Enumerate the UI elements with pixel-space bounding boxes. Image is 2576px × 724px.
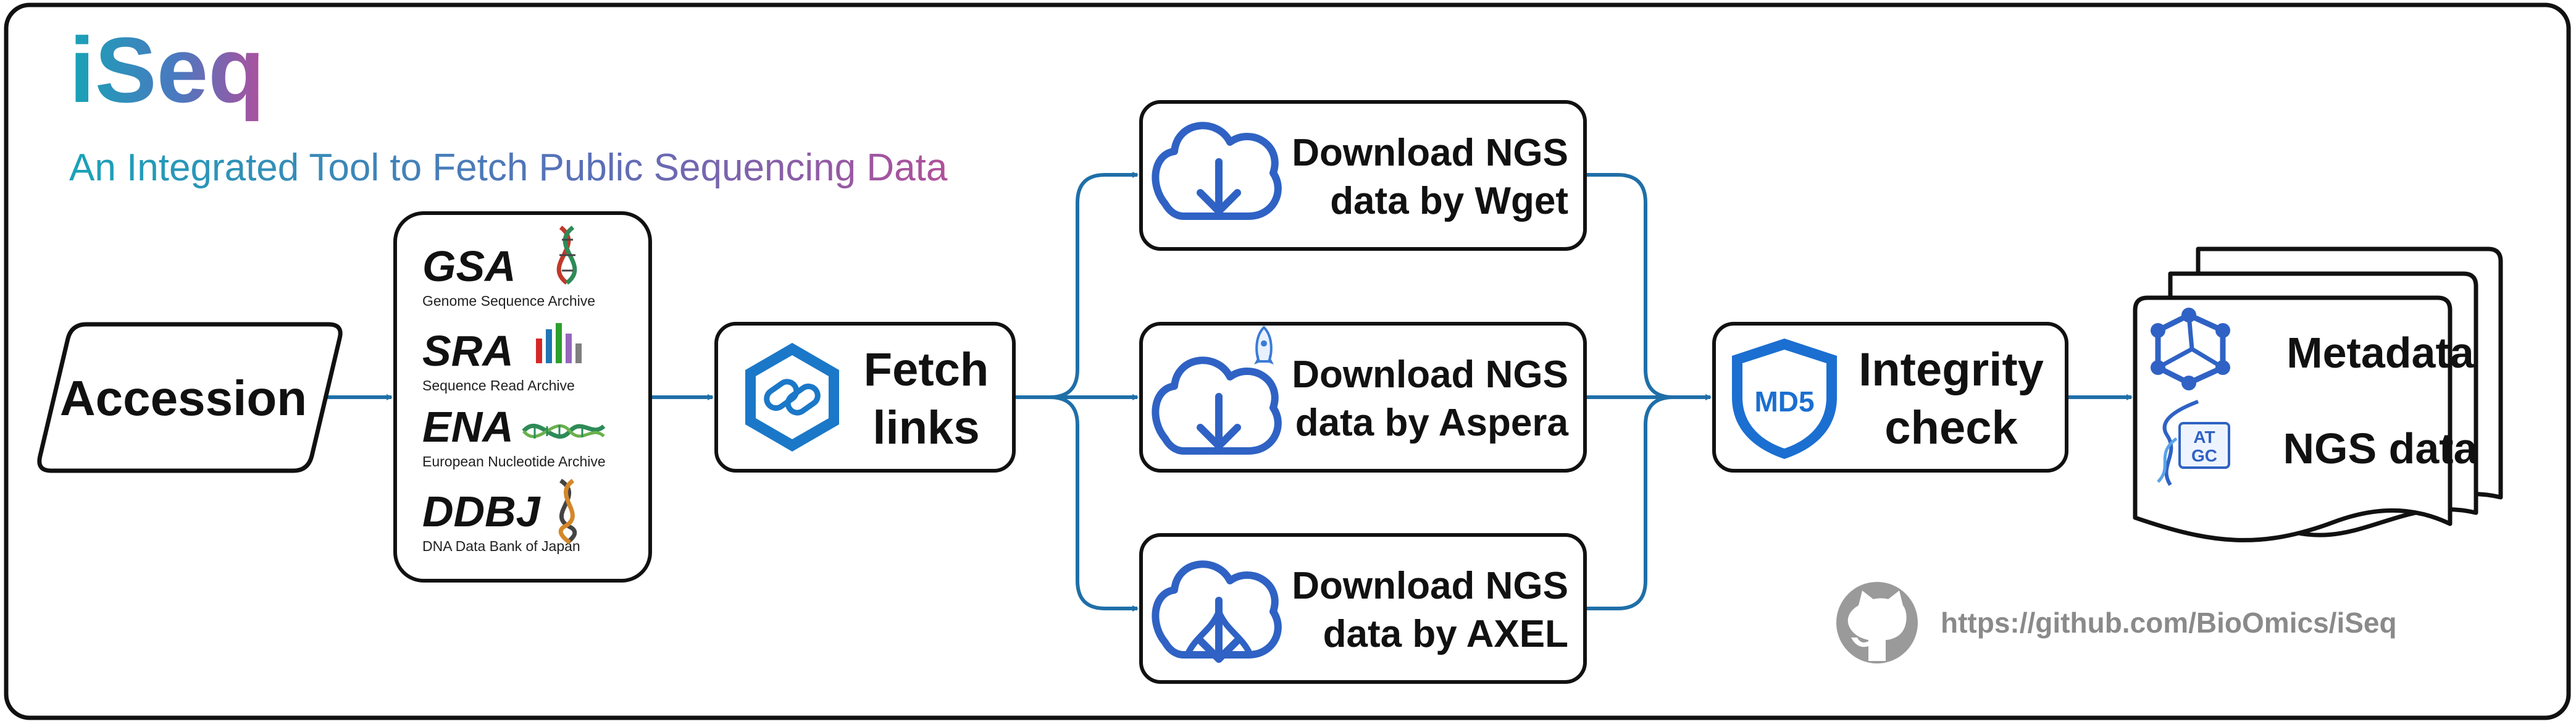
- atgc-dna-icon: AT GC: [2157, 400, 2230, 486]
- dna-strand-icon: [522, 424, 606, 439]
- db-gsa-abbr: GSA: [422, 242, 516, 290]
- download-axel-line2: data by AXEL: [1323, 613, 1568, 655]
- page-title: iSeq: [69, 18, 265, 122]
- download-wget-line1: Download NGS: [1292, 132, 1568, 174]
- database-list: GSA Genome Sequence Archive SRA Sequence…: [393, 211, 652, 583]
- dna-helix-icon: [558, 479, 577, 545]
- fetch-label-line2: links: [872, 402, 979, 454]
- repo-link[interactable]: https://github.com/BioOmics/iSeq: [1836, 582, 2397, 663]
- db-sra-abbr: SRA: [422, 327, 514, 375]
- download-aspera-box: [1139, 322, 1587, 473]
- atgc-top: AT: [2193, 427, 2215, 447]
- download-aspera-line1: Download NGS: [1292, 353, 1568, 396]
- link-hexagon-icon: [745, 343, 839, 452]
- download-wget-line2: data by Wget: [1330, 180, 1568, 222]
- bar-chart-icon: [536, 323, 582, 363]
- download-aspera-node: Download NGS data by Aspera: [1139, 322, 1587, 473]
- integrity-check-node: MD5 Integrity check: [1712, 322, 2068, 473]
- connectors: [318, 172, 2133, 612]
- doc-stack-front: [2133, 295, 2453, 542]
- download-wget-node: Download NGS data by Wget: [1139, 100, 1587, 251]
- accession-parallelogram: [37, 322, 343, 473]
- db-ena-name: European Nucleotide Archive: [422, 453, 606, 469]
- db-ena-abbr: ENA: [422, 403, 514, 451]
- dna-helix-icon: [556, 225, 577, 285]
- integrity-label-line2: check: [1884, 402, 2018, 454]
- rocket-icon: [1254, 326, 1274, 364]
- cloud-download-multi-icon: [1152, 560, 1282, 663]
- output-ngs-label: NGS data: [2283, 424, 2478, 473]
- repo-url[interactable]: https://github.com/BioOmics/iSeq: [1941, 607, 2397, 639]
- fetch-links-node: Fetch links: [714, 322, 1016, 473]
- output-documents: Metadata AT GC NGS data: [2133, 246, 2503, 542]
- database-box: [393, 211, 652, 583]
- github-icon: [1836, 582, 1918, 663]
- integrity-label-line1: Integrity: [1859, 343, 2044, 396]
- accession-label: Accession: [60, 371, 307, 426]
- download-axel-line1: Download NGS: [1292, 565, 1568, 607]
- download-axel-box: [1139, 533, 1587, 684]
- db-sra-name: Sequence Read Archive: [422, 377, 575, 394]
- db-gsa-name: Genome Sequence Archive: [422, 293, 595, 309]
- atgc-bottom: GC: [2191, 446, 2217, 465]
- arrow-fetch-to-axel: [1014, 395, 1139, 612]
- arrow-axel-to-integrity: [1585, 394, 1712, 610]
- md5-badge-text: MD5: [1754, 385, 1814, 418]
- page-subtitle: An Integrated Tool to Fetch Public Seque…: [69, 146, 948, 189]
- molecule-icon: [2151, 308, 2230, 390]
- cloud-download-rocket-icon: [1152, 326, 1282, 455]
- download-axel-node: Download NGS data by AXEL: [1139, 533, 1587, 684]
- md5-shield-icon: MD5: [1732, 339, 1837, 459]
- fetch-label-line1: Fetch: [864, 343, 989, 396]
- output-metadata-label: Metadata: [2286, 329, 2474, 377]
- db-ddbj-name: DNA Data Bank of Japan: [422, 538, 580, 554]
- accession-node: Accession: [37, 322, 343, 473]
- cloud-download-icon: [1152, 122, 1282, 220]
- download-aspera-line2: data by Aspera: [1295, 402, 1569, 444]
- db-ddbj-abbr: DDBJ: [422, 487, 542, 536]
